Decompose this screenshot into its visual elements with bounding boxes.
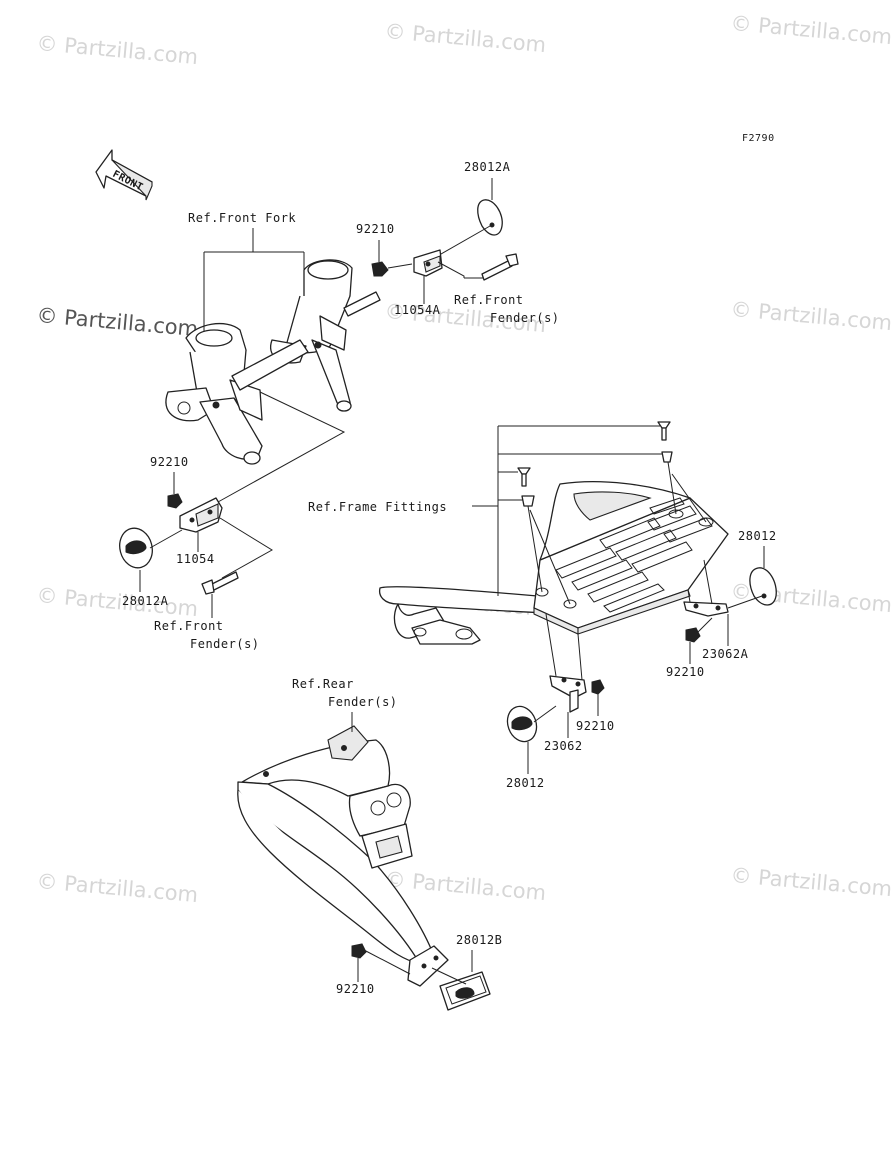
label-92210-top: 92210 [356,222,395,236]
label-ref-front-fender-top-1: Ref.Front [454,293,524,307]
label-ref-frame-fittings: Ref.Frame Fittings [308,500,447,514]
bracket-11054A [413,249,443,277]
bracket-23062A [683,601,729,617]
label-11054A: 11054A [394,303,441,317]
rear-carrier-rack [378,481,729,645]
label-92210-left: 92210 [150,455,189,469]
label-ref-front-fender-top-2: Fender(s) [490,311,560,325]
label-28012A-top: 28012A [464,160,511,174]
label-ref-front-fork: Ref.Front Fork [188,211,296,225]
watermark: © Partzilla.com [36,583,200,621]
bracket-11054 [179,497,223,533]
label-28012B: 28012B [456,933,502,947]
bolt-left [201,571,239,595]
watermark: © Partzilla.com [384,19,548,57]
label-ref-front-fender-left-2: Fender(s) [190,637,260,651]
label-23062A: 23062A [702,647,749,661]
fitting-bolt-3 [517,467,531,487]
front-arrow-icon: FRONT [95,149,153,201]
nut-92210-top [371,261,389,277]
label-92210-bottom: 92210 [336,982,375,996]
nut-92210-left [167,493,183,509]
fitting-bolt-2 [661,451,673,463]
reflector-28012A-top [477,199,503,236]
label-ref-front-fender-left-1: Ref.Front [154,619,224,633]
watermark: © Partzilla.com [36,869,200,907]
reflector-28012-mid [506,705,538,743]
bolt-top [481,253,519,281]
label-ref-rear-fender-2: Fender(s) [328,695,398,709]
figure-code: F2790 [742,133,775,144]
label-ref-rear-fender-1: Ref.Rear [292,677,354,691]
nut-92210-bottom [351,943,367,959]
reflector-28012-right [749,567,777,606]
fitting-bolt-4 [521,495,535,507]
watermark: © Partzilla.com [36,31,200,69]
watermark: © Partzilla.com [730,297,894,335]
reflector-28012B [439,971,491,1011]
fitting-bolt-1 [657,421,671,441]
watermark-dark: © Partzilla.com [36,303,200,341]
label-28012-right: 28012 [738,529,777,543]
nut-92210-right [685,627,701,643]
front-fork-assembly [165,259,381,465]
nut-92210-mid [591,679,605,695]
label-92210-mid: 92210 [576,719,615,733]
watermark: © Partzilla.com [730,863,894,901]
label-92210-right: 92210 [666,665,705,679]
label-11054: 11054 [176,552,215,566]
reflector-28012A-left [119,527,153,569]
watermark: © Partzilla.com [384,867,548,905]
label-23062: 23062 [544,739,583,753]
label-28012A-left: 28012A [122,594,169,608]
rear-fender [237,725,449,987]
watermark: © Partzilla.com [730,11,894,49]
label-28012-mid: 28012 [506,776,545,790]
bracket-23062 [549,675,587,713]
